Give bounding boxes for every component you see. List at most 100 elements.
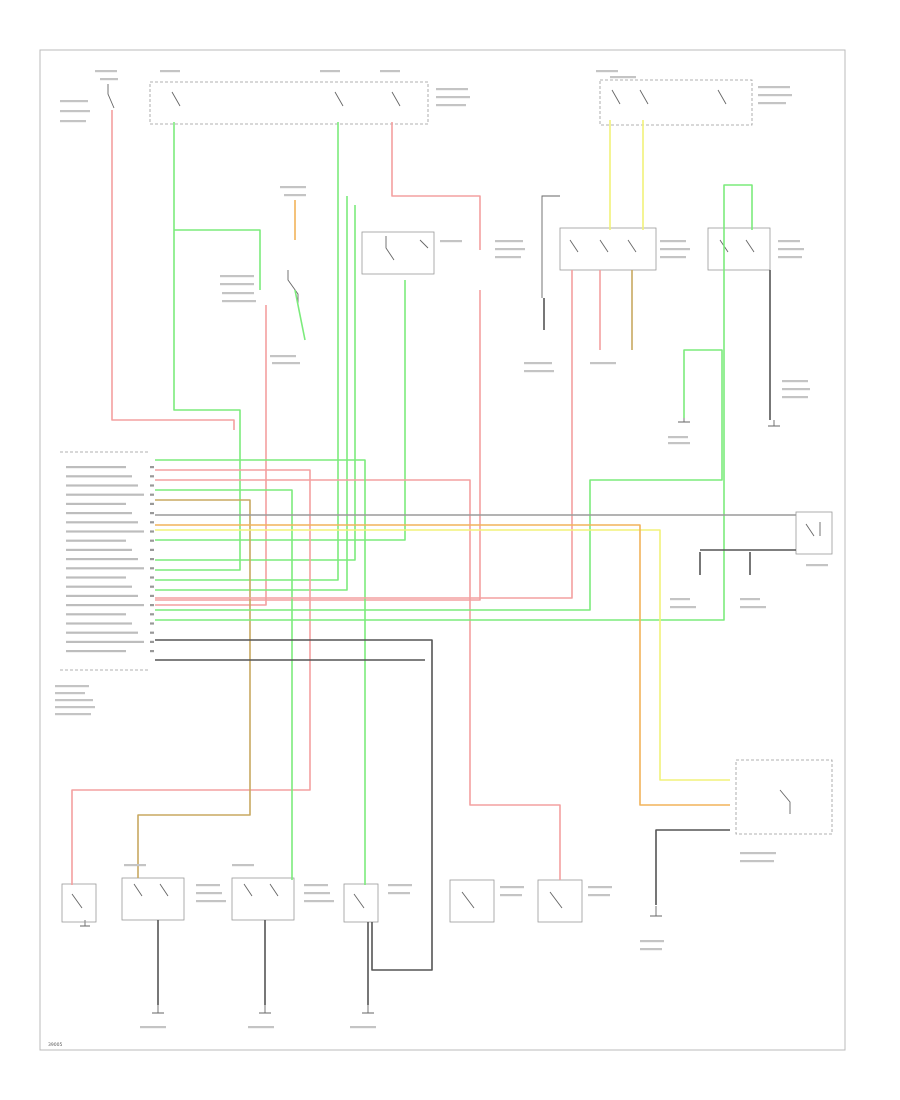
pin-number — [150, 484, 154, 487]
label-mark — [740, 598, 760, 601]
label-mark — [758, 86, 790, 89]
wire-green — [155, 349, 723, 611]
label-mark — [660, 256, 686, 259]
label-mark — [140, 1026, 166, 1029]
pin-label — [66, 594, 138, 597]
label-mark — [806, 564, 828, 567]
pin-label — [66, 567, 144, 570]
label-mark — [524, 362, 552, 365]
label-mark — [660, 248, 690, 251]
pin-number — [150, 604, 154, 607]
pin-label — [66, 475, 132, 478]
switch-box-lower-right — [735, 759, 833, 835]
wire-green — [155, 122, 241, 571]
pin-number — [150, 548, 154, 551]
pin-number — [150, 622, 154, 625]
label-mark — [740, 852, 776, 855]
wire-runs — [71, 110, 796, 1005]
label-mark — [60, 110, 90, 113]
label-mark — [55, 685, 89, 688]
wire-green — [155, 459, 366, 885]
diagram-id: 39005 — [48, 1042, 62, 1048]
label-mark — [55, 706, 95, 709]
label-mark — [222, 292, 254, 295]
label-mark — [436, 104, 466, 107]
label-mark — [95, 70, 117, 73]
wire-green — [155, 489, 293, 880]
label-mark — [668, 436, 688, 439]
wire-green — [174, 229, 261, 290]
label-mark — [740, 860, 774, 863]
pin-number — [150, 466, 154, 469]
wire-pink — [155, 305, 267, 606]
label-mark — [640, 948, 662, 951]
label-mark — [495, 240, 523, 243]
pin-label — [66, 631, 138, 634]
pin-label — [66, 650, 126, 653]
pin-label — [66, 539, 126, 542]
label-mark — [758, 94, 792, 97]
label-mark — [668, 442, 690, 445]
pin-label — [66, 512, 132, 515]
label-mark — [388, 884, 412, 887]
relay-left — [559, 227, 657, 271]
wire-pink — [155, 270, 573, 599]
bottom-components — [61, 877, 583, 923]
label-mark — [60, 120, 86, 123]
label-mark — [304, 900, 334, 903]
pin-number — [150, 558, 154, 561]
label-mark — [758, 102, 786, 105]
pin-label — [66, 484, 138, 487]
pin-number — [150, 567, 154, 570]
label-mark — [100, 78, 118, 81]
pin-number — [150, 650, 154, 653]
wire-dark — [155, 639, 433, 971]
wire-tan — [137, 499, 251, 878]
pin-number — [150, 493, 154, 496]
pin-number — [150, 594, 154, 597]
label-mark — [778, 248, 804, 251]
pin-label — [66, 502, 126, 505]
label-mark — [660, 240, 686, 243]
label-mark — [388, 892, 410, 895]
wire-green — [155, 280, 406, 541]
pin-label — [66, 493, 144, 496]
label-mark — [436, 88, 468, 91]
label-mark — [436, 96, 470, 99]
fuse-block-right — [599, 79, 753, 126]
label-mark — [270, 355, 296, 358]
label-mark — [304, 884, 328, 887]
pin-number — [150, 613, 154, 616]
pin-number — [150, 530, 154, 533]
label-mark — [60, 100, 88, 103]
label-mark — [524, 370, 554, 373]
label-mark — [350, 1026, 376, 1029]
label-mark — [160, 70, 180, 73]
label-mark — [320, 70, 340, 73]
wire-green — [155, 184, 753, 621]
label-marks — [55, 70, 828, 1029]
label-mark — [588, 886, 612, 889]
wire-green — [155, 205, 356, 561]
label-mark — [590, 362, 616, 365]
pin-number — [150, 640, 154, 643]
label-mark — [782, 396, 808, 399]
label-mark — [304, 892, 330, 895]
label-mark — [782, 388, 810, 391]
ground-symbols — [80, 416, 780, 1014]
pin-label — [66, 466, 126, 469]
label-mark — [55, 692, 85, 695]
pin-number — [150, 576, 154, 579]
label-mark — [380, 70, 400, 73]
wire-pink — [71, 469, 311, 885]
center-small-switch — [287, 270, 299, 306]
label-mark — [495, 248, 525, 251]
label-mark — [740, 606, 766, 609]
switch-assembly-center — [361, 231, 435, 275]
label-mark — [640, 940, 664, 943]
wire-pink — [155, 290, 481, 601]
label-mark — [500, 886, 524, 889]
label-mark — [782, 380, 808, 383]
pin-label — [66, 585, 132, 588]
